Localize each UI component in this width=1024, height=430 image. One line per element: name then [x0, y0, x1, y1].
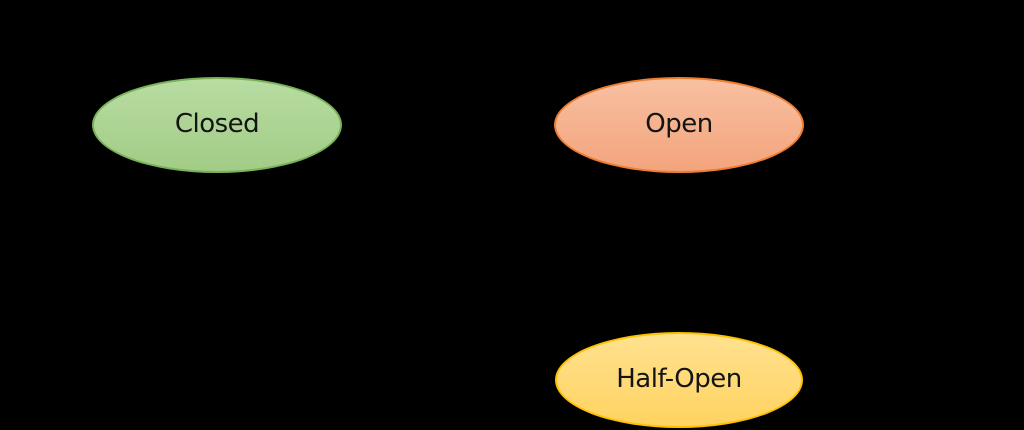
state-label-closed: Closed [174, 109, 260, 139]
state-ellipse-closed: Closed [92, 77, 342, 173]
state-label-open: Open [645, 109, 713, 139]
state-label-half-open: Half-Open [616, 364, 742, 394]
state-ellipse-half-open: Half-Open [555, 332, 803, 428]
arrowhead-notch [294, 76, 310, 89]
state-ellipse-open: Open [554, 77, 804, 173]
